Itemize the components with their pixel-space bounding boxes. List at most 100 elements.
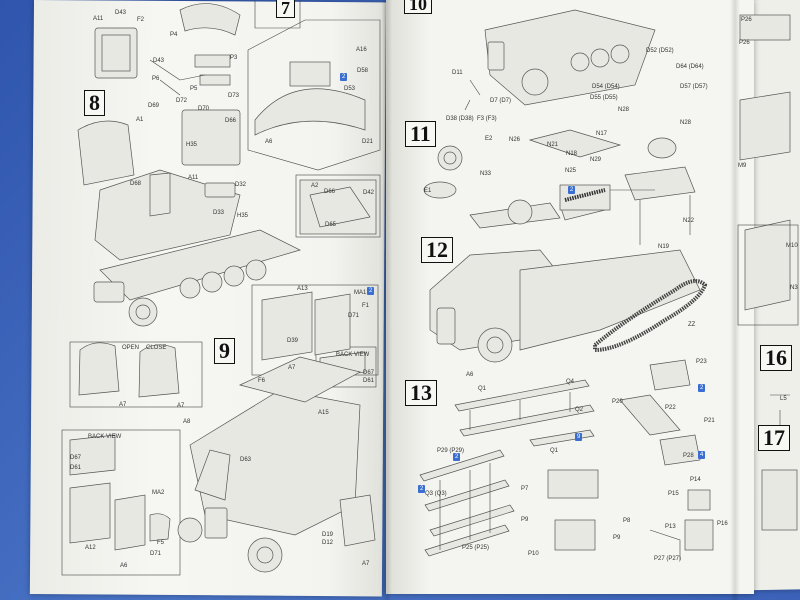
step10-truck [464,9,656,111]
quantity-badge: 2 [453,453,461,461]
part-label: P6 [152,76,160,82]
part-label: D58 [357,68,369,74]
part-label: P8 [623,518,631,524]
quantity-badge: 2 [698,384,706,392]
part-label: MA1 [354,290,367,296]
quantity-badge: 2 [568,186,576,194]
part-label: F2 [137,17,145,23]
part-label: D67 [70,455,82,461]
part-label: F3 (F3) [477,116,497,122]
part-label: D19 [322,532,334,538]
part-label: A16 [356,47,367,53]
part-label: P20 [612,399,623,405]
part-label: H35 [186,142,198,148]
part-label: Q4 [566,379,575,385]
part-label: D53 [344,86,356,92]
part-label: A13 [297,286,308,292]
part-label: P5 [190,86,198,92]
step-7: 7 [276,0,295,18]
part-label: D12 [322,540,334,546]
part-label: D67 [363,370,375,376]
part-label: P4 [170,32,178,38]
part-label: F1 [362,303,370,309]
far-right-art [737,14,799,531]
step12-truck [429,184,708,363]
part-label: N22 [683,218,695,224]
part-label: P10 [528,551,539,557]
part-label: N28 [618,107,630,113]
step-16: 16 [760,345,792,371]
part-label: D21 [362,139,374,145]
part-label: Q1 [550,448,559,454]
quantity-badge: 2 [340,73,348,81]
part-label: P27 (P27) [654,556,682,562]
quantity-badge: 2 [418,485,426,493]
part-label: D71 [348,313,360,319]
step13-parts [419,359,714,560]
part-label: D66 [324,189,336,195]
part-label: P3 [230,55,238,61]
part-label: P14 [690,477,701,483]
step-13: 13 [405,380,437,406]
part-label: P15 [668,491,679,497]
part-label: D42 [363,190,375,196]
close-label: CLOSE [146,345,167,351]
part-label: A11 [93,16,104,22]
part-label: A6 [466,372,474,378]
part-label: D43 [153,58,165,64]
step-9: 9 [214,338,235,364]
part-label: P26 [739,40,750,46]
part-label: P22 [665,405,676,411]
part-label: N18 [566,151,578,157]
step-10: 10 [404,0,432,14]
right-fold [730,0,740,600]
part-label: P21 [704,418,715,424]
part-label: P25 (P25) [462,545,490,551]
step8-truck [77,109,377,327]
part-label: N25 [565,168,577,174]
part-label: D73 [228,93,240,99]
part-label: N19 [658,244,670,250]
part-label: P9 [521,517,529,523]
part-label: A7 [362,561,370,567]
part-label: D57 (D57) [680,84,708,90]
part-label: Q1 [478,386,487,392]
part-label: N3 [790,285,798,291]
part-label: P9 [613,535,621,541]
part-label: D63 [240,457,252,463]
part-label: Q2 [575,407,584,413]
step-8: 8 [84,90,105,116]
part-label: D52 (D52) [646,48,674,54]
part-label: A7 [177,403,185,409]
part-label: E2 [485,136,493,142]
step11-parts [423,129,696,245]
step9-parts [69,291,376,573]
part-label: N29 [590,157,602,163]
quantity-badge: 2 [367,287,375,295]
part-label: N28 [680,120,692,126]
part-label: D65 [325,222,337,228]
part-label: F6 [258,378,266,384]
step-17: 17 [758,425,790,451]
part-label: N21 [547,142,559,148]
part-label: P23 [696,359,707,365]
part-label: D38 (D38) [446,116,474,122]
part-label: M10 [786,243,798,249]
part-label: Q3 (Q3) [425,491,447,497]
part-label: P28 [683,453,694,459]
part-label: P26 [741,17,752,23]
part-label: P13 [665,524,676,530]
part-label: D72 [176,98,188,104]
part-label: D70 [198,106,210,112]
step-12: 12 [421,237,453,263]
part-label: D55 (D55) [590,95,618,101]
part-label: D32 [235,182,247,188]
part-label: P29 (P29) [437,448,465,454]
part-label: E1 [424,188,432,194]
part-label: F5 [157,540,165,546]
part-label: D7 (D7) [490,98,512,104]
part-label: A12 [85,545,96,551]
part-label: A8 [183,419,191,425]
